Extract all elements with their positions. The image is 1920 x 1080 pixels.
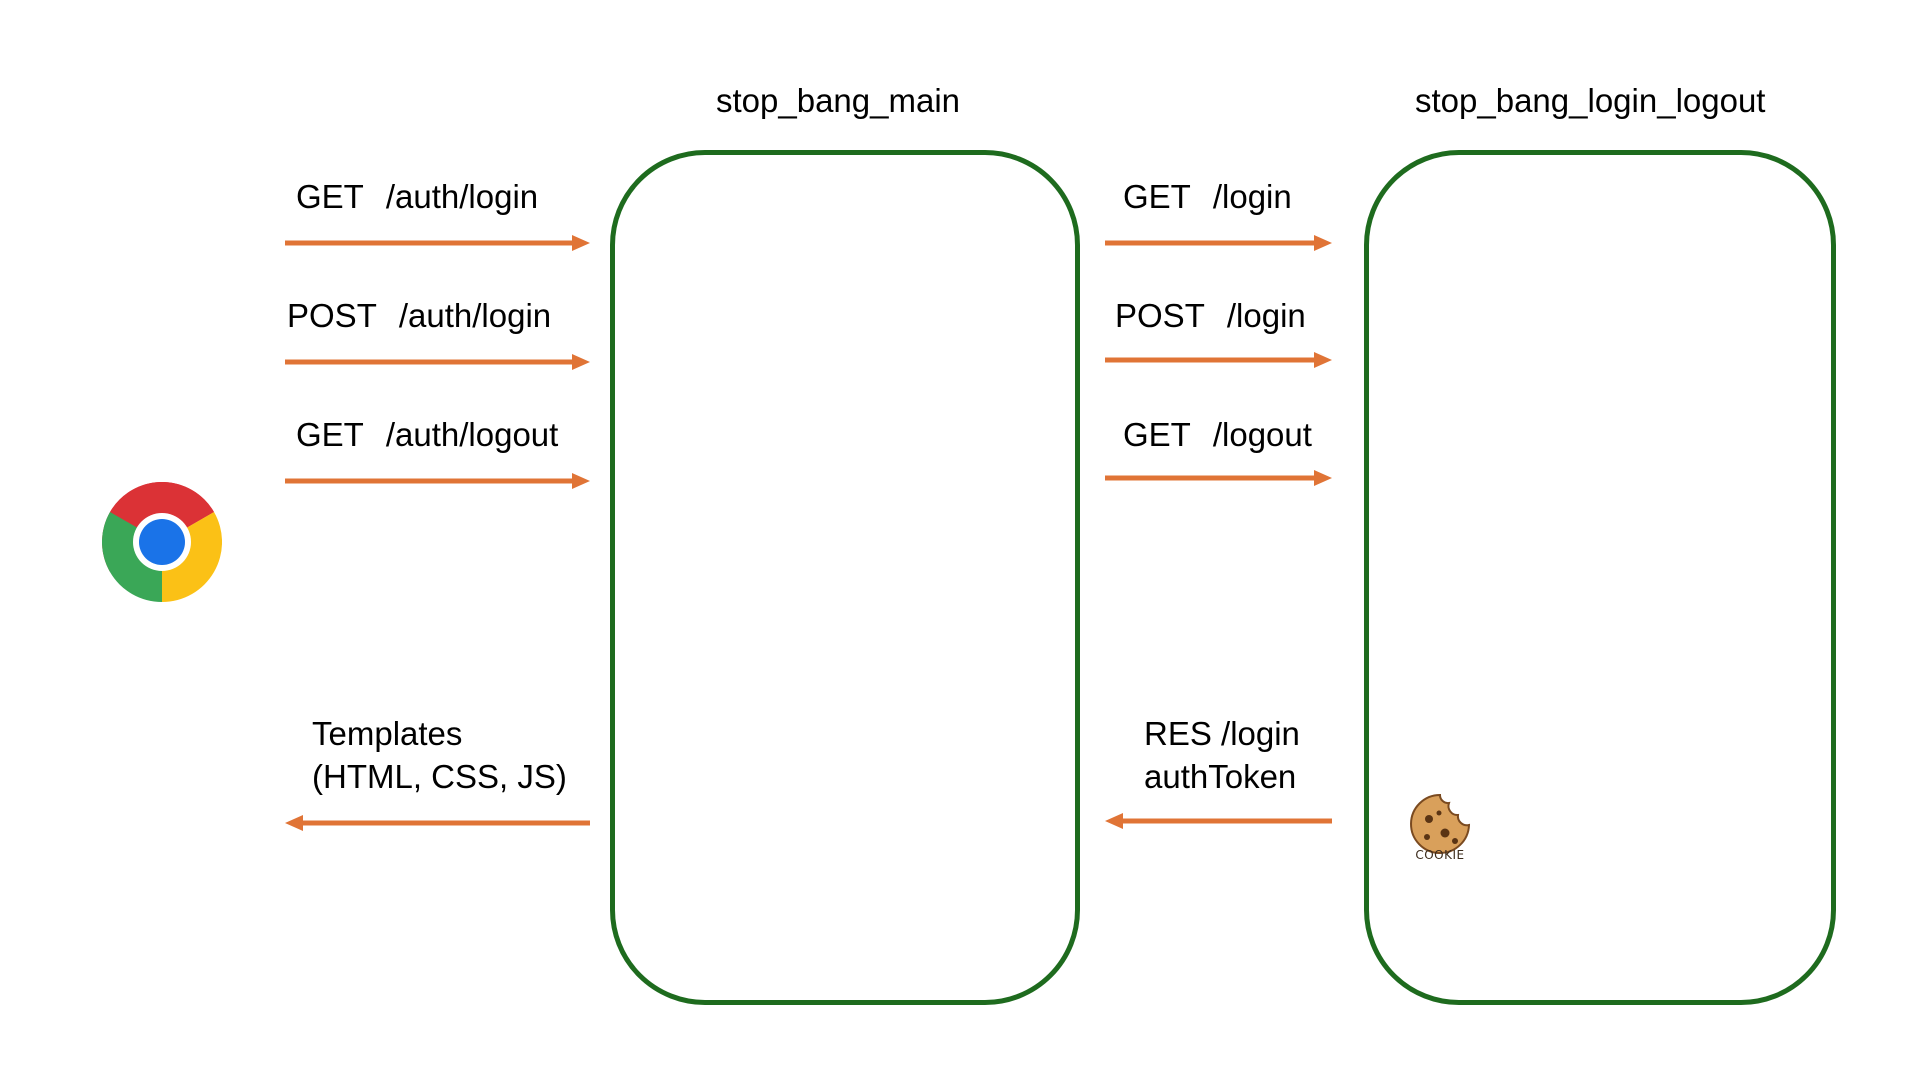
internal-response-arrow bbox=[1105, 813, 1332, 829]
client-response-line2: (HTML, CSS, JS) bbox=[312, 757, 567, 795]
arrow-head bbox=[572, 473, 590, 489]
arrow-head bbox=[572, 235, 590, 251]
http-path: /login bbox=[1226, 297, 1306, 334]
arrow-head bbox=[1314, 352, 1332, 368]
cookie-caption: COOKIE bbox=[1415, 848, 1465, 862]
arrow-head bbox=[285, 815, 303, 831]
http-path: /logout bbox=[1212, 416, 1312, 453]
http-path: /auth/login bbox=[385, 178, 539, 215]
arrow-head bbox=[1105, 813, 1123, 829]
http-method: GET bbox=[1123, 178, 1191, 215]
client-response-arrow bbox=[285, 815, 590, 831]
login-logout-service-box bbox=[1364, 150, 1836, 1005]
arrow-head bbox=[572, 354, 590, 370]
client-request-arrow bbox=[285, 473, 590, 489]
http-path: /login bbox=[1212, 178, 1292, 215]
internal-request-arrow bbox=[1105, 235, 1332, 251]
client-request-label: POST/auth/login bbox=[287, 295, 551, 338]
http-method: POST bbox=[287, 297, 377, 334]
internal-request-label: GET/logout bbox=[1123, 414, 1312, 457]
http-method: GET bbox=[1123, 416, 1191, 453]
internal-request-label: GET/login bbox=[1123, 176, 1292, 219]
client-response-line1: Templates bbox=[312, 715, 463, 752]
arrow-head bbox=[1314, 470, 1332, 486]
cookie-icon bbox=[1410, 793, 1471, 854]
login-logout-service-title: stop_bang_login_logout bbox=[1415, 82, 1766, 119]
chrome-browser-icon bbox=[102, 482, 222, 602]
http-method: POST bbox=[1115, 297, 1205, 334]
http-path: /auth/login bbox=[398, 297, 552, 334]
client-request-label: GET/auth/logout bbox=[296, 414, 558, 457]
http-path: /auth/logout bbox=[385, 416, 559, 453]
internal-request-label: POST/login bbox=[1115, 295, 1306, 338]
internal-response-label: RES /login authToken bbox=[1144, 713, 1300, 799]
internal-request-arrow bbox=[1105, 470, 1332, 486]
main-service-title: stop_bang_main bbox=[716, 82, 961, 119]
internal-response-line1: RES /login bbox=[1144, 715, 1300, 752]
client-request-label: GET/auth/login bbox=[296, 176, 538, 219]
main-service-box bbox=[610, 150, 1080, 1005]
client-request-arrow bbox=[285, 354, 590, 370]
internal-request-arrow bbox=[1105, 352, 1332, 368]
internal-response-line2: authToken bbox=[1144, 757, 1297, 795]
http-method: GET bbox=[296, 178, 364, 215]
client-response-label: Templates (HTML, CSS, JS) bbox=[312, 713, 567, 799]
arrow-head bbox=[1314, 235, 1332, 251]
http-method: GET bbox=[296, 416, 364, 453]
client-request-arrow bbox=[285, 235, 590, 251]
